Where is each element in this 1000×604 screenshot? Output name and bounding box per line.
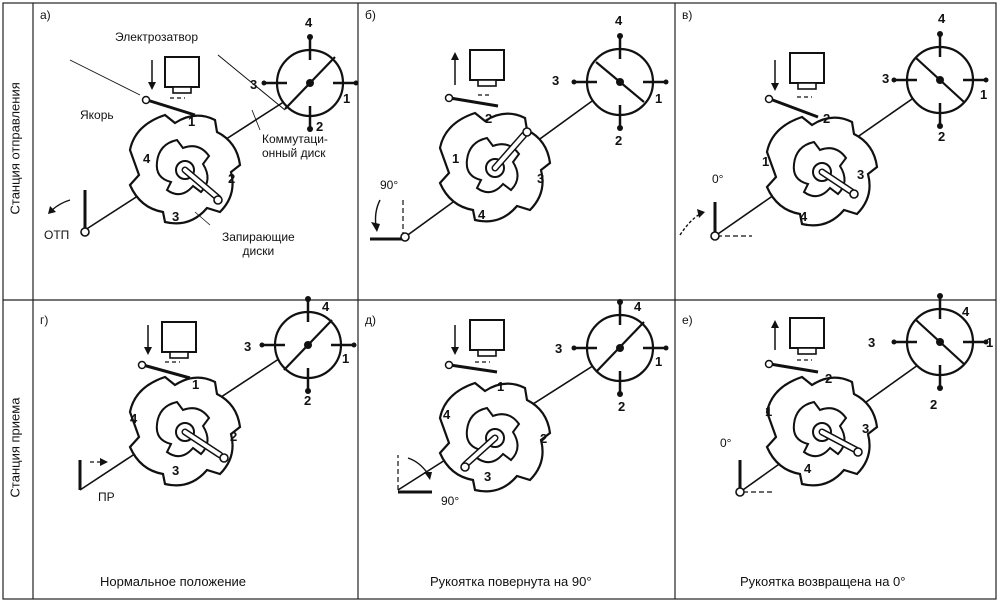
panel-tag-e: д) (365, 313, 376, 327)
contact-2: 2 (316, 119, 324, 134)
contact-1: 1 (655, 91, 663, 106)
lock-3: 3 (484, 469, 492, 484)
panel-tag-a: а) (40, 8, 51, 22)
label-handle-pr: ПР (98, 490, 115, 504)
lock-1: 1 (452, 151, 460, 166)
lock-2: 2 (485, 111, 493, 126)
lock-4: 4 (478, 207, 486, 222)
panel-d-drawing (78, 294, 358, 491)
contact-1: 1 (986, 335, 994, 350)
lock-4: 4 (443, 407, 451, 422)
contact-1: 1 (980, 87, 988, 102)
angle-label-c: 0° (712, 172, 724, 186)
panel-tag-d: г) (40, 313, 49, 327)
lock-3: 3 (857, 167, 865, 182)
caption-returned-0: Рукоятка возвращена на 0° (740, 574, 906, 589)
lock-4: 4 (143, 151, 151, 166)
contact-3: 3 (882, 71, 890, 86)
contact-3: 3 (555, 341, 563, 356)
panel-a-drawing (48, 32, 360, 237)
label-anchor: Якорь (80, 108, 114, 122)
contact-1: 1 (343, 91, 351, 106)
contact-3: 3 (868, 335, 876, 350)
contact-3: 3 (552, 73, 560, 88)
label-lockdisks: Запирающие диски (222, 230, 295, 258)
row-label-sending: Станция отправления (7, 82, 23, 215)
angle-label-e: 90° (441, 494, 460, 508)
contact-4: 4 (305, 15, 313, 30)
contact-2: 2 (304, 393, 312, 408)
lock-3: 3 (172, 463, 180, 478)
row-label-receiving: Станция приема (7, 397, 23, 498)
lock-2: 2 (825, 371, 833, 386)
panel-f-drawing (735, 291, 990, 497)
contact-1: 1 (342, 351, 350, 366)
contact-3: 3 (250, 77, 258, 92)
lock-4: 4 (130, 411, 138, 426)
contact-4: 4 (615, 13, 623, 28)
contact-4: 4 (322, 299, 330, 314)
caption-normal: Нормальное положение (100, 574, 247, 589)
angle-label-b: 90° (380, 178, 399, 192)
contact-3: 3 (244, 339, 252, 354)
lock-2: 2 (230, 429, 238, 444)
contact-4: 4 (962, 304, 970, 319)
lock-2: 2 (228, 171, 236, 186)
panel-tag-b: б) (365, 8, 376, 22)
lock-1: 1 (192, 377, 200, 392)
label-commdisk: Коммутаци- онный диск (262, 132, 328, 160)
lock-3: 3 (862, 421, 870, 436)
lock-3: 3 (172, 209, 180, 224)
label-handle-otp: ОТП (44, 228, 70, 242)
angle-label-f: 0° (720, 436, 732, 450)
panel-b-drawing (370, 31, 670, 242)
lock-1: 1 (765, 404, 773, 419)
contact-2: 2 (938, 129, 946, 144)
lock-2: 2 (823, 111, 831, 126)
contact-4: 4 (634, 299, 642, 314)
lock-4: 4 (800, 209, 808, 224)
label-shutter: Электрозатвор (115, 30, 198, 44)
lock-4: 4 (804, 461, 812, 476)
lock-2: 2 (540, 431, 548, 446)
caption-turned-90: Рукоятка повернута на 90° (430, 574, 592, 589)
contact-2: 2 (618, 399, 626, 414)
lock-3: 3 (537, 171, 545, 186)
contact-2: 2 (615, 133, 623, 148)
lock-1: 1 (762, 154, 770, 169)
panel-e-drawing (397, 297, 670, 494)
lock-1: 1 (497, 379, 505, 394)
contact-1: 1 (655, 354, 663, 369)
panel-tag-c: в) (682, 8, 693, 22)
contact-4: 4 (938, 11, 946, 26)
lock-1: 1 (188, 114, 196, 129)
contact-2: 2 (930, 397, 938, 412)
panel-tag-f: е) (682, 313, 693, 327)
panel-c-drawing (679, 29, 990, 241)
